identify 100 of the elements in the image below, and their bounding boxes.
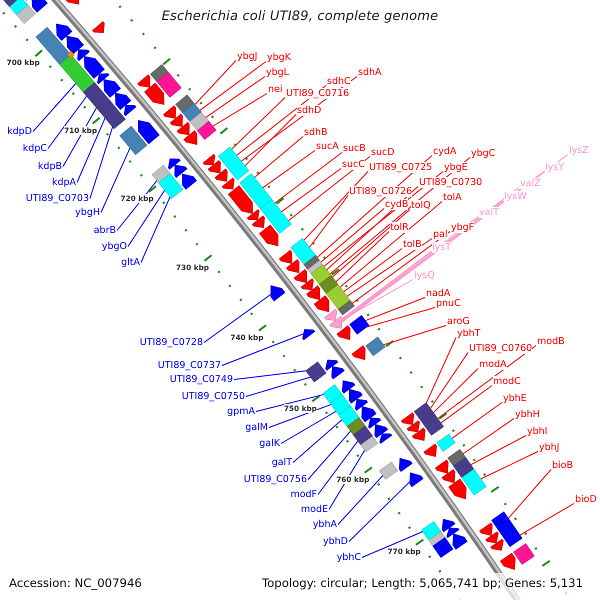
gene-marker	[423, 444, 437, 457]
leader-line	[343, 248, 402, 292]
gene-label: UTI89_C0750	[182, 391, 245, 402]
gene-label: UTI89_C0756	[244, 474, 307, 485]
gene-marker	[92, 21, 105, 33]
leader-line	[332, 209, 410, 278]
feature-block	[436, 434, 456, 452]
gene-label: cydB	[385, 199, 408, 210]
feature-block	[461, 468, 487, 496]
gene-marker	[137, 74, 150, 88]
feature-block	[190, 112, 210, 131]
gene-label: ybgC	[471, 148, 496, 159]
gene-label: sdhC	[327, 76, 351, 87]
feature-block	[346, 417, 366, 436]
feature-block	[349, 315, 370, 335]
leader-line	[366, 307, 436, 328]
gene-label: modC	[493, 376, 521, 387]
gene-label: nadA	[426, 288, 450, 299]
gene-label: lysW	[504, 191, 527, 202]
gene-label: bioB	[552, 460, 573, 471]
leader-line	[128, 190, 166, 247]
leader-line	[100, 148, 130, 213]
gene-marker	[500, 552, 516, 570]
gene-marker	[104, 79, 121, 98]
gene-label: tolQ	[411, 200, 431, 211]
feature-block	[379, 462, 398, 480]
feature-block	[353, 426, 373, 446]
leader-line	[76, 118, 106, 183]
leader-line	[212, 93, 268, 127]
gene-marker	[202, 154, 216, 166]
leader-line	[303, 171, 368, 241]
feature-diamond	[67, 50, 75, 58]
gene-label: kdpA	[52, 177, 76, 188]
gene-label: gpmA	[227, 406, 255, 417]
gene-label: UTI89_C0737	[158, 360, 221, 371]
gene-label: galT	[272, 457, 292, 468]
gene-marker	[138, 120, 160, 144]
feature-block	[82, 82, 111, 112]
gene-marker	[361, 406, 376, 422]
feature-block	[432, 537, 454, 558]
leader-line	[222, 333, 304, 366]
gene-label: sucB	[343, 143, 366, 154]
leader-line	[205, 76, 266, 118]
leader-line	[520, 503, 574, 536]
feature-block	[197, 120, 216, 140]
gene-label: UTI89_C0760	[469, 343, 532, 354]
gene-label: kdpB	[38, 161, 62, 172]
gene-marker	[222, 178, 235, 190]
leader-line	[244, 114, 296, 166]
gene-label: sucD	[371, 147, 395, 158]
feature-block	[428, 531, 446, 546]
gene-marker	[97, 73, 110, 84]
feature-block	[326, 284, 350, 310]
feature-block	[305, 362, 326, 382]
feature-block	[365, 336, 386, 356]
gene-marker	[294, 269, 308, 284]
leader-line	[336, 231, 390, 282]
gene-marker	[400, 412, 414, 425]
leader-line	[32, 83, 76, 132]
feature-block	[422, 414, 444, 436]
leader-line	[342, 187, 520, 322]
gene-marker	[379, 433, 392, 444]
feature-block	[9, 0, 28, 16]
gene-label: bioD	[575, 494, 597, 505]
feature-block	[360, 436, 378, 452]
feature-block	[513, 543, 535, 565]
feature-block	[182, 102, 202, 122]
gene-marker	[84, 56, 105, 79]
gene-label: ybgL	[266, 67, 289, 78]
map-title: Escherichia coli UTI89, complete genome	[162, 9, 438, 25]
gene-marker	[409, 472, 424, 488]
gene-marker	[336, 325, 350, 340]
gene-label: lysY	[545, 162, 564, 173]
gene-marker	[325, 360, 338, 371]
leader-line	[348, 481, 410, 542]
leader-line	[383, 325, 446, 346]
gene-label: ybhT	[457, 328, 480, 339]
gene-label: sdhD	[297, 105, 322, 116]
feature-block	[322, 384, 342, 404]
leader-line	[426, 337, 456, 404]
feature-block	[119, 126, 148, 156]
leader-line	[234, 370, 306, 380]
feature-block	[175, 94, 194, 113]
gene-label: kdpC	[22, 143, 47, 154]
gene-marker	[354, 398, 368, 411]
gene-label: ybhI	[527, 426, 548, 437]
leader-line	[346, 238, 432, 297]
gene-label: ybhJ	[539, 442, 560, 453]
gene-label: modF	[290, 489, 317, 500]
leader-line	[352, 231, 450, 304]
gene-marker	[330, 316, 343, 329]
leader-line	[338, 475, 384, 525]
leader-line	[320, 208, 384, 263]
gene-marker	[446, 528, 460, 538]
leader-line	[90, 126, 114, 199]
leader-line	[268, 404, 332, 428]
leader-line	[292, 419, 343, 463]
gene-marker	[398, 458, 413, 472]
leader-line	[194, 60, 236, 105]
feature-block	[218, 146, 250, 180]
